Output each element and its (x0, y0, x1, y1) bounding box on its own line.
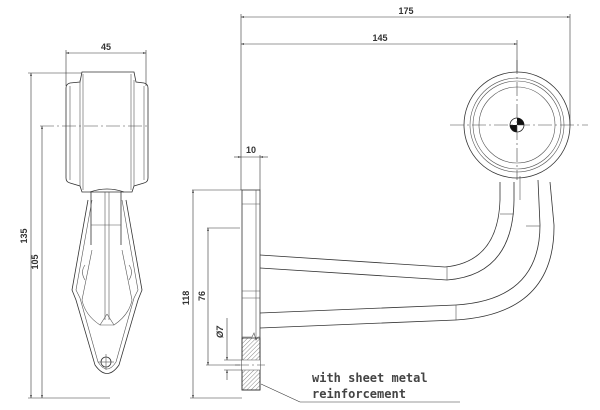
dim-175: 175 (240, 6, 571, 190)
front-lamp-head (65, 71, 149, 193)
dim-45: 45 (65, 42, 147, 86)
reinforcement-note: with sheet metal (260, 371, 460, 403)
side-lamp (450, 60, 588, 180)
front-stem (71, 188, 143, 374)
dim-76: 76 (197, 227, 240, 366)
dim-hole: Ø7 (215, 318, 242, 380)
dim-135: 135 (19, 72, 110, 399)
dim-10: 10 (234, 145, 268, 190)
dim-105-label: 105 (30, 254, 40, 269)
dim-145: 145 (241, 33, 518, 72)
dim-45-label: 45 (101, 42, 111, 52)
dim-135-label: 135 (19, 228, 29, 243)
front-view: 45 135 105 (19, 42, 150, 399)
mounting-flange (235, 189, 265, 391)
note-line-2: reinforcement (312, 387, 406, 401)
dim-118-label: 118 (181, 291, 191, 306)
dim-145-label: 145 (372, 33, 387, 43)
dim-118: 118 (181, 189, 242, 399)
bracket-arm (259, 176, 555, 329)
dim-175-label: 175 (398, 6, 413, 16)
note-line-1: with sheet metal (312, 371, 428, 385)
side-view: 175 145 10 118 76 (181, 6, 588, 403)
dim-10-label: 10 (246, 145, 256, 155)
dim-76-label: 76 (197, 291, 207, 301)
dim-105: 105 (30, 126, 43, 398)
dim-hole-label: Ø7 (215, 325, 225, 338)
